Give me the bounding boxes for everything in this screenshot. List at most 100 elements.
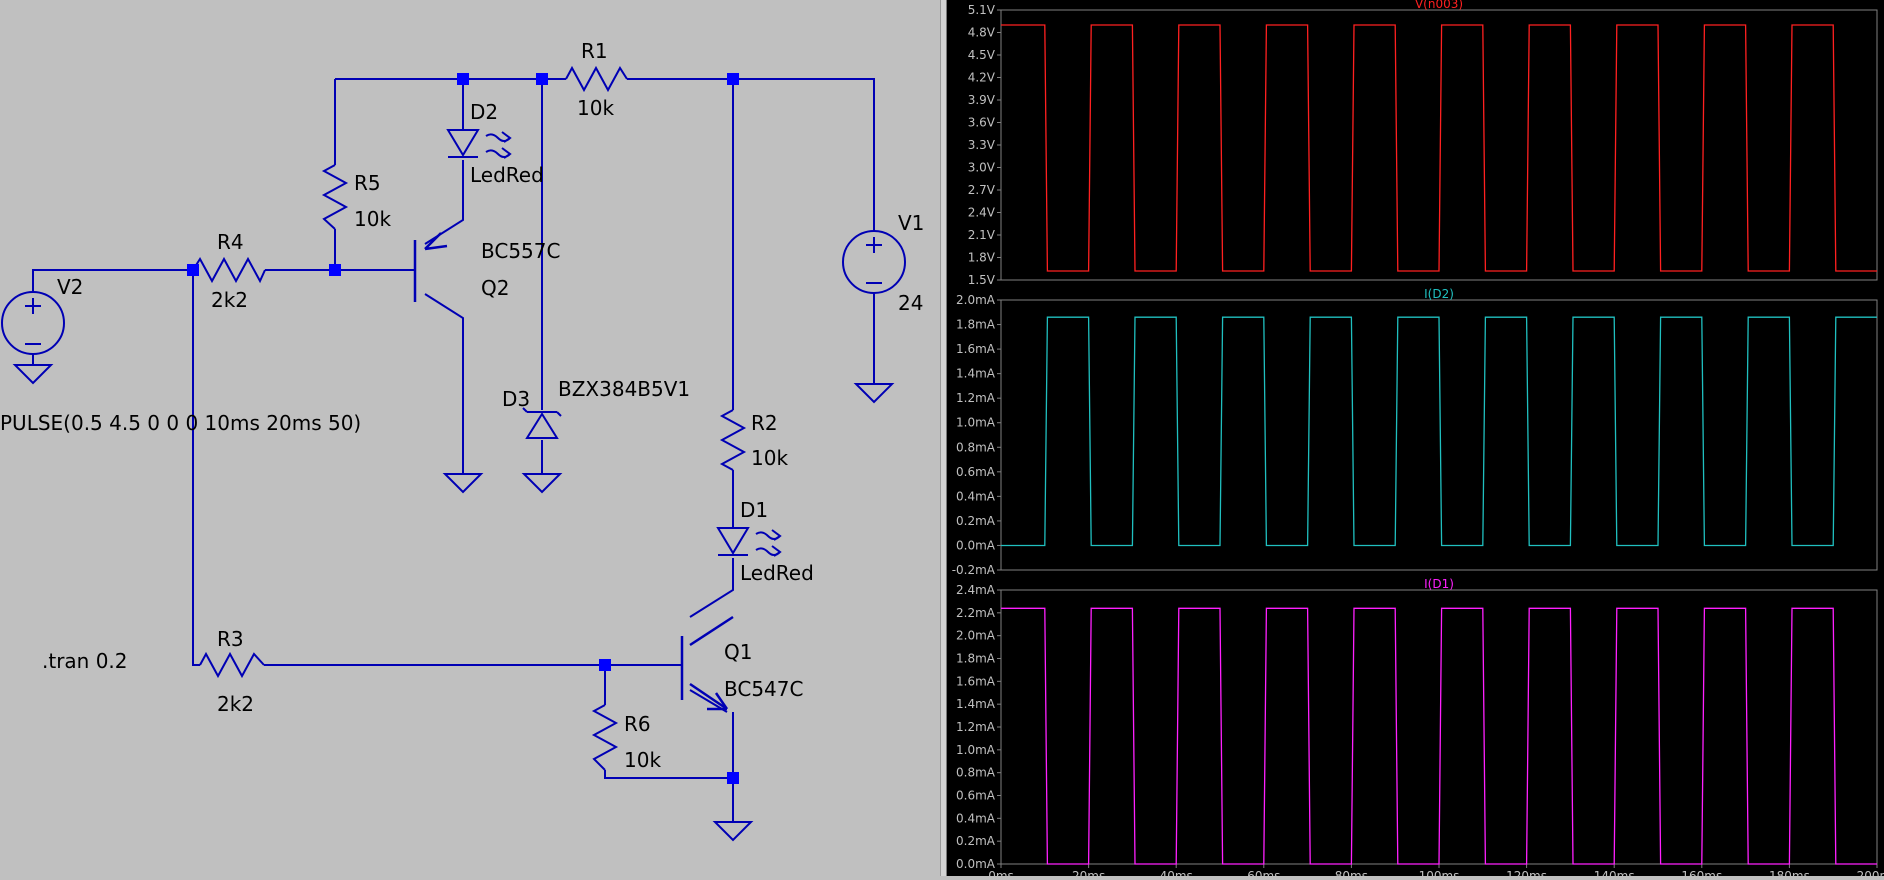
- plot-pane-vn003[interactable]: V(n003)5.1V4.8V4.5V4.2V3.9V3.6V3.3V3.0V2…: [968, 0, 1878, 287]
- y-tick-label: 1.2mA: [956, 720, 996, 734]
- q2-emitter-arrow: [424, 232, 448, 251]
- label-v2-ref[interactable]: V2: [57, 275, 83, 299]
- y-tick-label: 1.6mA: [956, 342, 996, 356]
- label-d3-ref[interactable]: D3: [502, 387, 530, 411]
- y-tick-label: 1.4mA: [956, 367, 996, 381]
- x-tick-label: 20ms: [1072, 869, 1105, 876]
- transistors: [413, 232, 734, 711]
- label-r3-value[interactable]: 2k2: [217, 692, 254, 716]
- label-q1-ref[interactable]: Q1: [724, 640, 752, 664]
- y-tick-label: 2.0mA: [956, 629, 996, 643]
- y-tick-label: 0.8mA: [956, 766, 996, 780]
- y-tick-label: 1.6mA: [956, 674, 996, 688]
- y-tick-label: 1.5V: [968, 273, 996, 287]
- ground-d3: [521, 473, 563, 494]
- y-tick-label: 0.0mA: [956, 857, 996, 871]
- y-tick-label: 0.6mA: [956, 465, 996, 479]
- y-tick-label: 0.4mA: [956, 811, 996, 825]
- y-tick-label: 0.0mA: [956, 538, 996, 552]
- label-d3-value[interactable]: BZX384B5V1: [558, 377, 690, 401]
- trace-line[interactable]: [1001, 316, 1877, 547]
- y-tick-label: 2.0mA: [956, 293, 996, 307]
- label-r2-ref[interactable]: R2: [751, 411, 778, 435]
- label-r5-ref[interactable]: R5: [354, 171, 381, 195]
- trace-line[interactable]: [1001, 607, 1877, 865]
- label-d1-ref[interactable]: D1: [740, 498, 768, 522]
- y-tick-label: 0.4mA: [956, 489, 996, 503]
- y-tick-label: 1.8V: [968, 251, 996, 265]
- y-tick-label: 1.0mA: [956, 416, 996, 430]
- label-v2-value[interactable]: PULSE(0.5 4.5 0 0 0 10ms 20ms 50): [0, 411, 361, 435]
- trace-label[interactable]: I(D1): [1424, 577, 1454, 591]
- x-tick-label: 0ms: [988, 869, 1014, 876]
- y-tick-label: 2.2mA: [956, 606, 996, 620]
- component-labels: R1 10k D2 LedRed R5 10k R4 2k2 V2 PULSE(…: [0, 39, 924, 772]
- plot-frame: [1000, 299, 1878, 571]
- x-tick-label: 140ms: [1594, 869, 1635, 876]
- junctions: [187, 73, 739, 784]
- resistor-r3: [199, 651, 265, 679]
- label-d2-value[interactable]: LedRed: [470, 163, 544, 187]
- label-r3-ref[interactable]: R3: [217, 627, 244, 651]
- ground-v1: [853, 383, 895, 404]
- resistor-r1: [565, 65, 628, 93]
- label-r6-ref[interactable]: R6: [624, 712, 651, 736]
- label-r5-value[interactable]: 10k: [354, 207, 391, 231]
- resistors: [192, 65, 747, 771]
- pane-splitter[interactable]: [940, 0, 947, 876]
- y-tick-label: 0.6mA: [956, 789, 996, 803]
- y-tick-label: 4.8V: [968, 26, 996, 40]
- y-tick-label: 1.0mA: [956, 743, 996, 757]
- sources: [1, 230, 906, 365]
- y-tick-label: 3.0V: [968, 161, 996, 175]
- label-d1-value[interactable]: LedRed: [740, 561, 814, 585]
- label-r4-value[interactable]: 2k2: [211, 288, 248, 312]
- label-q2-ref[interactable]: Q2: [481, 276, 509, 300]
- label-v1-ref[interactable]: V1: [898, 211, 924, 235]
- x-tick-label: 80ms: [1335, 869, 1368, 876]
- y-tick-label: 1.4mA: [956, 697, 996, 711]
- label-q2-value[interactable]: BC557C: [481, 239, 560, 263]
- plot-pane-id2[interactable]: I(D2) 2.0mA 1.8mA 1.6mA 1.4mA 1.2mA 1.0mA 0.8mA…: [952, 287, 1878, 577]
- label-r1-value[interactable]: 10k: [577, 96, 614, 120]
- label-q1-value[interactable]: BC547C: [724, 677, 803, 701]
- y-tick-label: 2.4mA: [956, 583, 996, 597]
- diodes: [446, 129, 782, 557]
- resistor-r6: [591, 704, 619, 771]
- grounds: [12, 364, 895, 842]
- resistor-r4: [192, 256, 266, 284]
- ground-q1: [712, 821, 754, 842]
- waveform-canvas[interactable]: V(n003)5.1V4.8V4.5V4.2V3.9V3.6V3.3V3.0V2…: [947, 0, 1884, 880]
- trace-label[interactable]: I(D2): [1424, 287, 1454, 301]
- x-tick-label: 180ms: [1769, 869, 1810, 876]
- label-directive[interactable]: .tran 0.2: [42, 649, 128, 673]
- y-tick-label: 1.2mA: [956, 391, 996, 405]
- x-tick-label: 40ms: [1160, 869, 1193, 876]
- x-tick-label: 120ms: [1506, 869, 1547, 876]
- label-r2-value[interactable]: 10k: [751, 446, 788, 470]
- schematic-editor[interactable]: R1 10k D2 LedRed R5 10k R4 2k2 V2 PULSE(…: [0, 0, 940, 876]
- y-tick-label: -0.2mA: [952, 563, 996, 577]
- diode-d2: [446, 129, 480, 158]
- y-tick-label: 0.8mA: [956, 440, 996, 454]
- y-tick-label: 1.8mA: [956, 318, 996, 332]
- diode-d3: [522, 407, 562, 439]
- label-v1-value[interactable]: 24: [898, 291, 923, 315]
- x-tick-label: 60ms: [1247, 869, 1280, 876]
- y-tick-label: 2.7V: [968, 183, 996, 197]
- label-r4-ref[interactable]: R4: [217, 230, 244, 254]
- label-r1-ref[interactable]: R1: [581, 39, 608, 63]
- d2-light-arrows: [485, 131, 512, 159]
- label-r6-value[interactable]: 10k: [624, 748, 661, 772]
- trace-line[interactable]: [1001, 24, 1877, 272]
- diode-d1: [716, 527, 750, 556]
- trace-label[interactable]: V(n003): [1415, 0, 1463, 11]
- plot-pane-id1[interactable]: I(D1)2.4mA2.2mA2.0mA1.8mA1.6mA1.4mA1.2mA…: [956, 577, 1884, 880]
- wires: [32, 78, 875, 822]
- x-tick-label: 100ms: [1419, 869, 1460, 876]
- label-d2-ref[interactable]: D2: [470, 100, 498, 124]
- q1-emitter-arrow: [707, 692, 729, 711]
- y-tick-label: 2.4V: [968, 206, 996, 220]
- schematic-canvas[interactable]: R1 10k D2 LedRed R5 10k R4 2k2 V2 PULSE(…: [0, 0, 940, 876]
